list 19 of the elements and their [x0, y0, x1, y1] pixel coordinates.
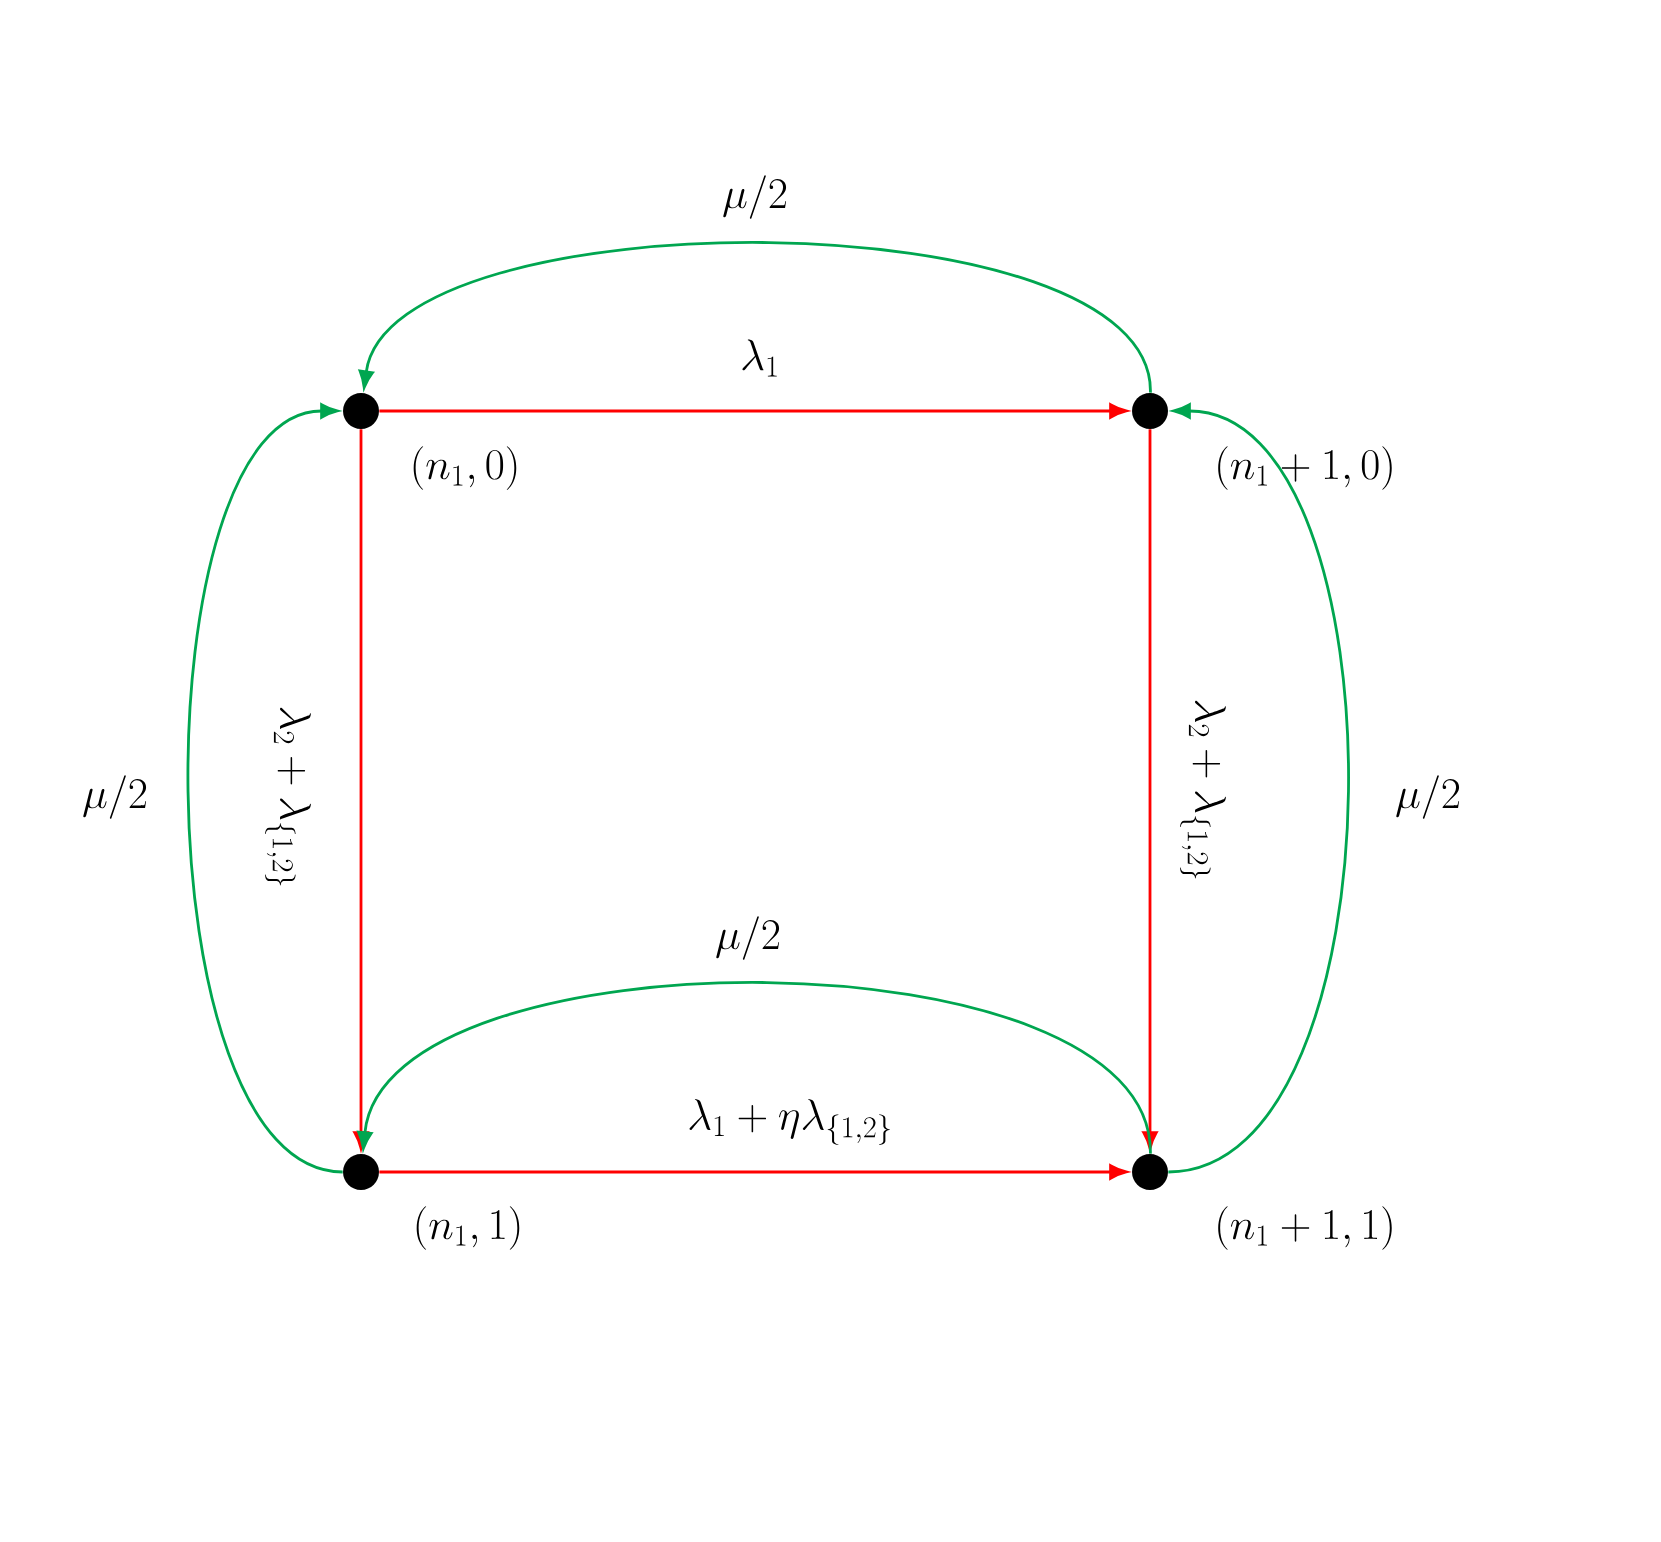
edge-label: $\lambda_2 + \lambda_{\{1,2\}}$: [261, 702, 315, 892]
edge-label: $\mu/2$: [711, 912, 785, 964]
edge-label: $\lambda_1 + \eta\lambda_{\{1,2\}}$: [683, 1095, 897, 1149]
edge-label: $\lambda_1$: [736, 336, 784, 380]
edge-label: $\mu/2$: [718, 171, 792, 223]
edge-label: $\lambda_2 + \lambda_{\{1,2\}}$: [1176, 695, 1230, 885]
arrow: [357, 981, 1152, 1154]
state-label: $(n_1 + 1, 1)$: [1218, 1206, 1392, 1250]
state-dot: [1132, 1154, 1168, 1190]
arrow: [186, 403, 344, 1174]
state-dot: [343, 393, 379, 429]
arrow: [1168, 403, 1350, 1174]
arrow: [358, 241, 1152, 394]
state-label: $(n_1, 0)$: [413, 446, 517, 490]
edge-label: $\mu/2$: [1391, 771, 1465, 823]
state-dot: [343, 1154, 379, 1190]
edge-label: $\mu/2$: [78, 771, 152, 823]
state-dot: [1132, 393, 1168, 429]
state-label: $(n_1, 1)$: [416, 1206, 520, 1250]
